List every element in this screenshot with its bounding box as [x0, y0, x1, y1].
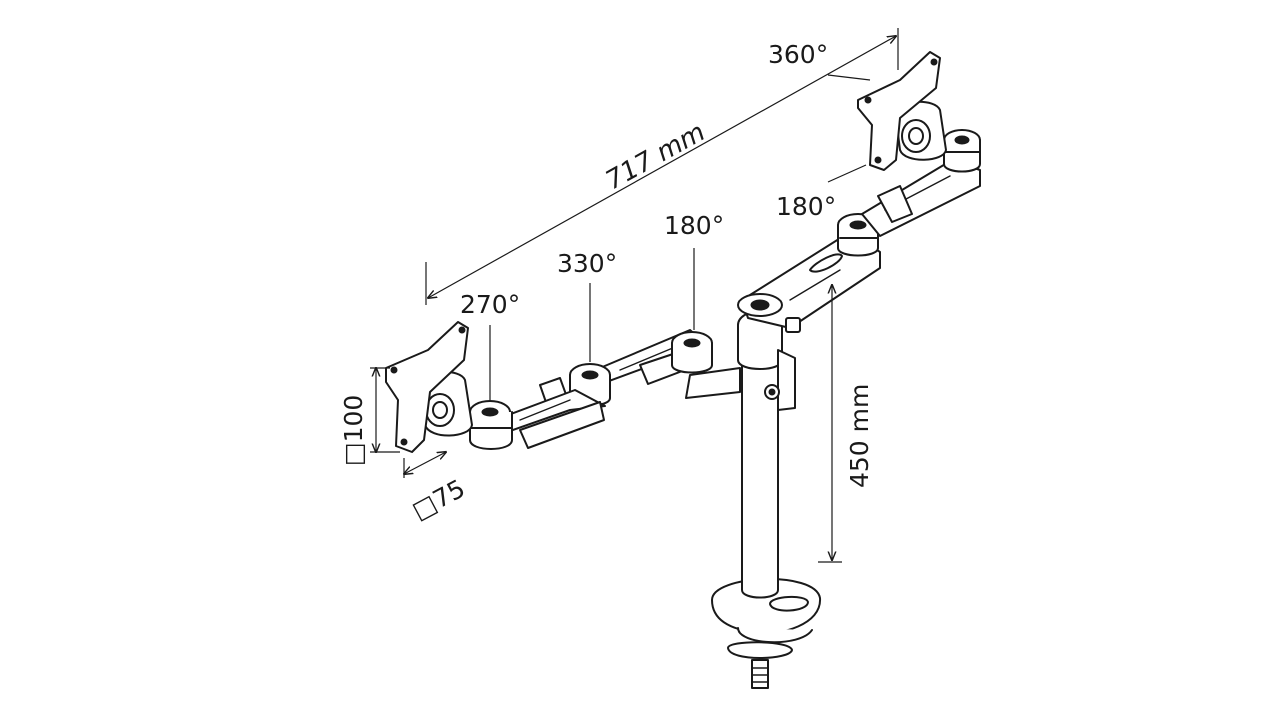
rotation-right-plate-label: 360°: [768, 40, 828, 69]
rotation-leaders: [489, 74, 871, 400]
vesa-75-label: □75: [407, 474, 470, 526]
rotation-left-elbow-label: 330°: [557, 249, 617, 278]
desk-clamp: [711, 578, 822, 689]
vesa-100-label: □100: [339, 395, 368, 466]
dimension-450: [818, 285, 842, 563]
left-vesa-plate: [385, 321, 469, 453]
dimension-vesa-100: [370, 368, 400, 452]
left-arm: [419, 329, 741, 450]
right-arm: [737, 100, 981, 333]
dimension-vesa-75: [404, 452, 446, 478]
rotation-left-plate-label: 270°: [460, 290, 520, 319]
height-dimension-label: 450 mm: [845, 384, 874, 488]
dimension-717: [425, 28, 899, 305]
pole: [737, 310, 796, 599]
rotation-center-joint-label: 180°: [664, 211, 724, 240]
rotation-right-joint-label: 180°: [776, 192, 836, 221]
span-dimension-label: 717 mm: [601, 117, 710, 196]
